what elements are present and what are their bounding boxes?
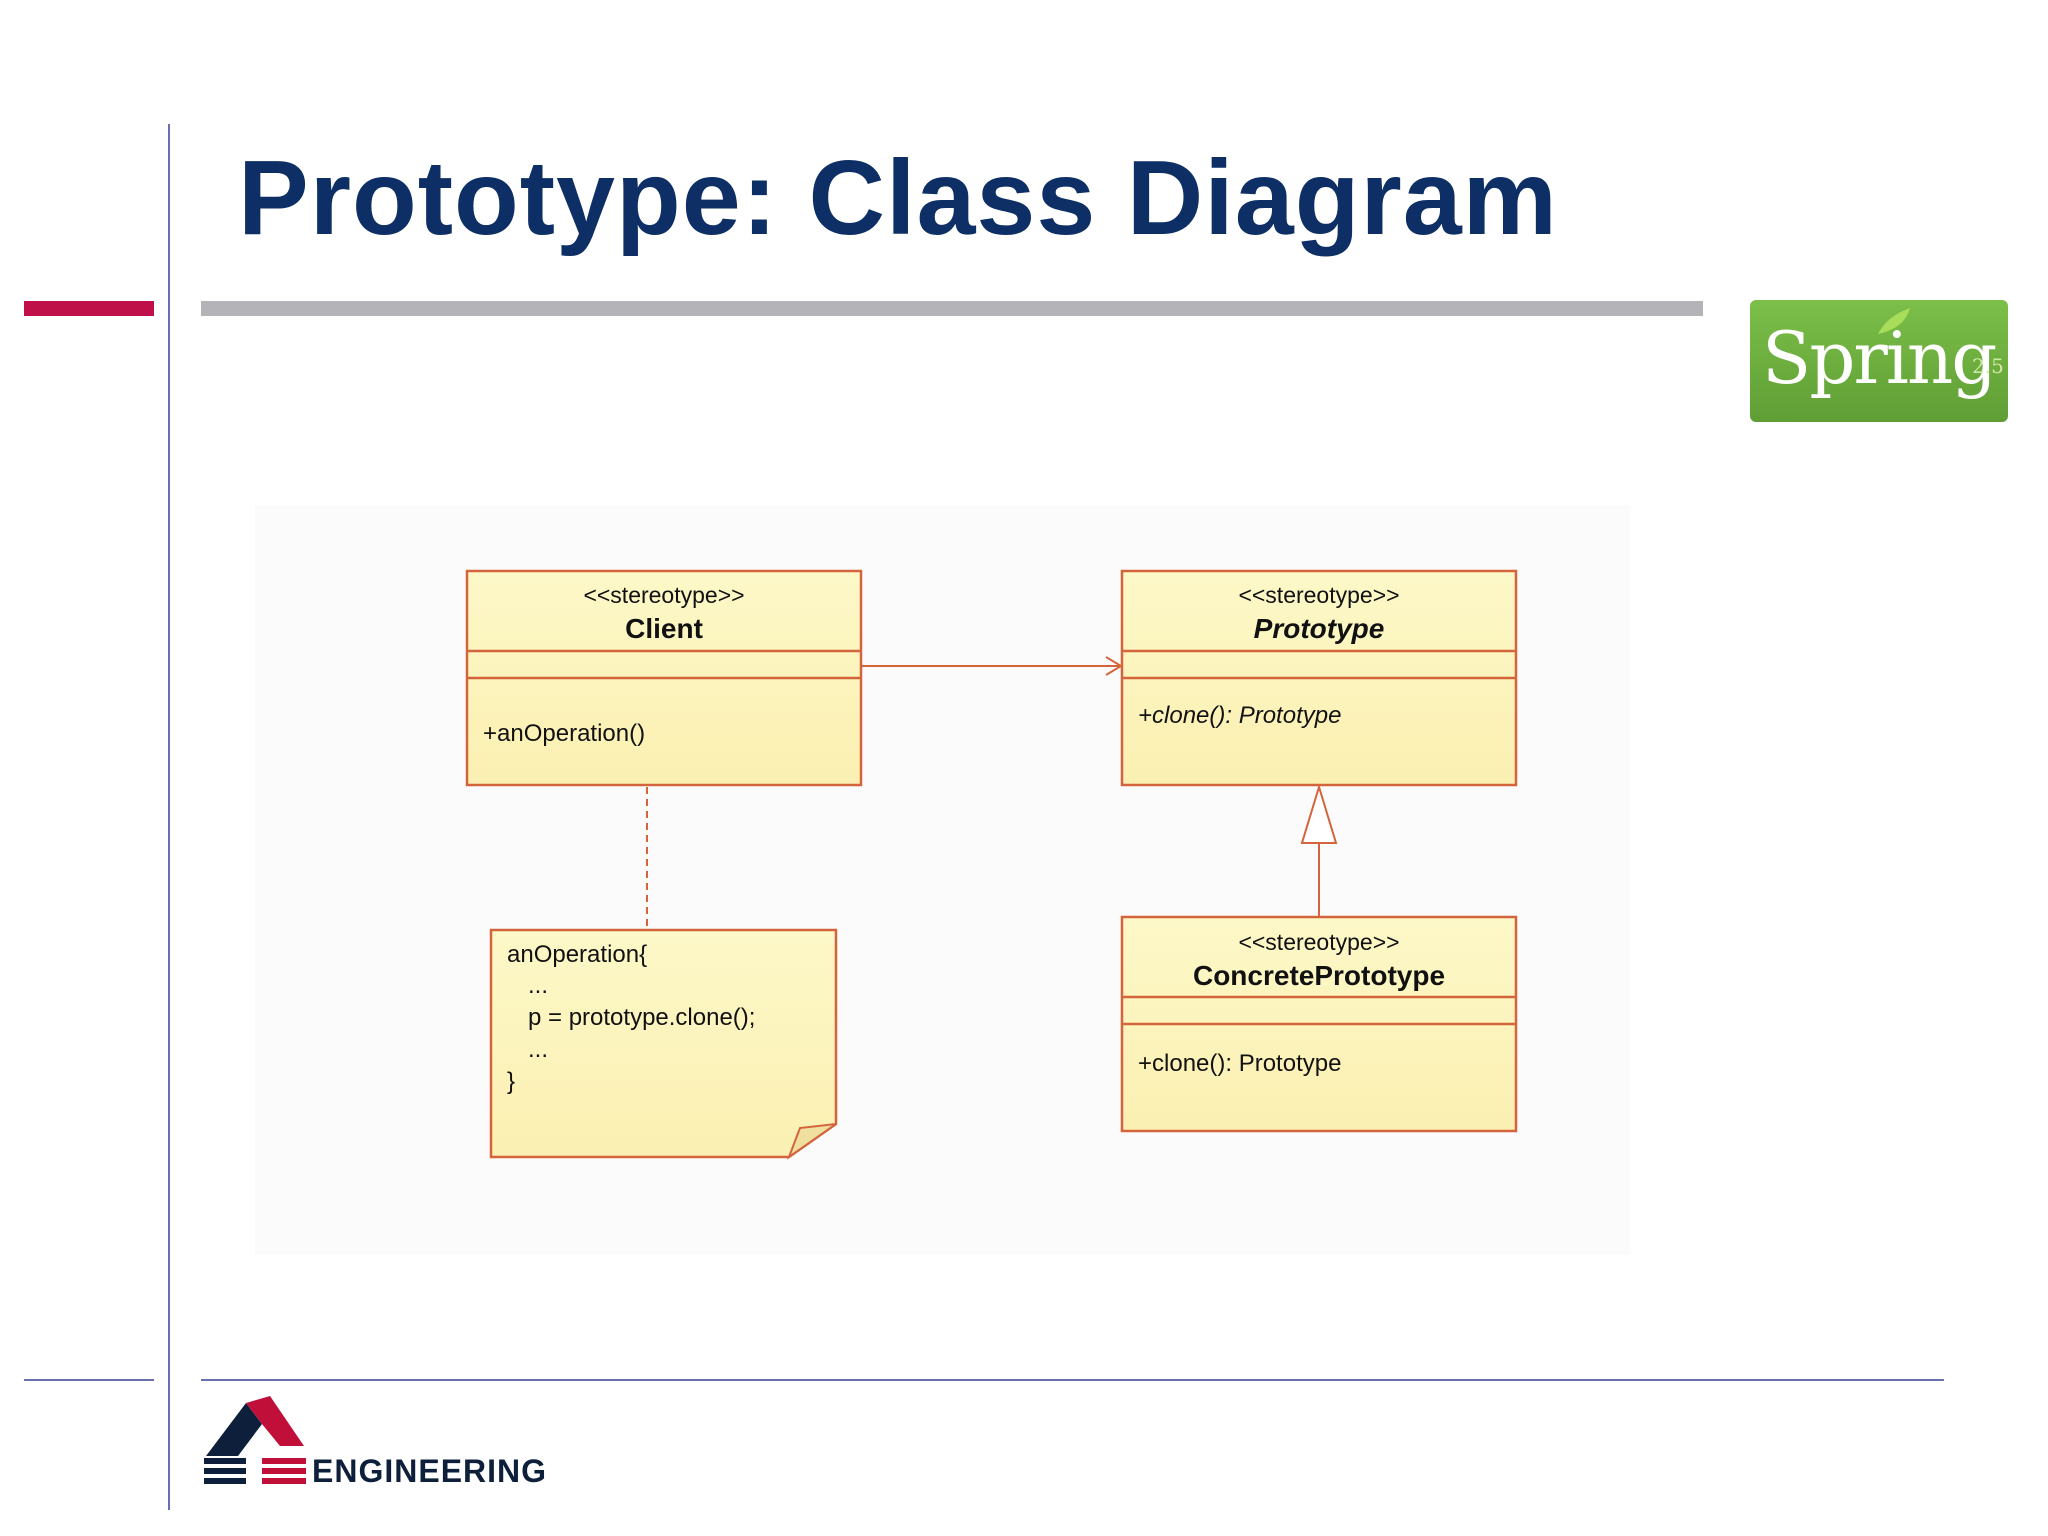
prototype-name: Prototype: [1254, 613, 1385, 644]
concrete-name: ConcretePrototype: [1193, 960, 1445, 991]
engineering-logo-text: ENGINEERING: [312, 1453, 548, 1489]
class-concrete-prototype[interactable]: <<stereotype>> ConcretePrototype +clone(…: [1120, 915, 1518, 1133]
spring-logo: Spring 2.5: [1750, 300, 2008, 422]
client-stereotype: <<stereotype>>: [583, 582, 744, 608]
concrete-stereotype: <<stereotype>>: [1238, 929, 1399, 955]
association-arrow: [861, 656, 1123, 676]
class-prototype[interactable]: <<stereotype>> Prototype +clone(): Proto…: [1120, 569, 1518, 787]
note-line: ...: [528, 1036, 548, 1063]
left-vertical-rule: [168, 124, 170, 1510]
prototype-operation: +clone(): Prototype: [1138, 702, 1341, 729]
note-line: p = prototype.clone();: [528, 1004, 755, 1031]
code-note[interactable]: anOperation{ ... p = prototype.clone(); …: [489, 928, 838, 1160]
spring-logo-version: 2.5: [1972, 354, 2004, 378]
note-line: ...: [528, 972, 548, 999]
title-divider: [201, 301, 1703, 316]
prototype-stereotype: <<stereotype>>: [1238, 582, 1399, 608]
class-client[interactable]: <<stereotype>> Client +anOperation(): [465, 569, 863, 787]
footer-rule-left: [24, 1379, 154, 1381]
footer-rule-right: [201, 1379, 1944, 1381]
engineering-logo-mark: [204, 1396, 306, 1484]
note-line: anOperation{: [507, 941, 647, 968]
red-accent-bar: [24, 301, 154, 316]
client-name: Client: [625, 613, 703, 644]
note-line: }: [507, 1068, 515, 1095]
client-operation: +anOperation(): [483, 720, 645, 747]
slide-title: Prototype: Class Diagram: [238, 139, 1558, 257]
concrete-operation: +clone(): Prototype: [1138, 1050, 1341, 1077]
spring-logo-text: Spring: [1762, 316, 1997, 400]
generalization-arrow: [1300, 783, 1338, 917]
leaf-icon: [1878, 308, 1910, 334]
